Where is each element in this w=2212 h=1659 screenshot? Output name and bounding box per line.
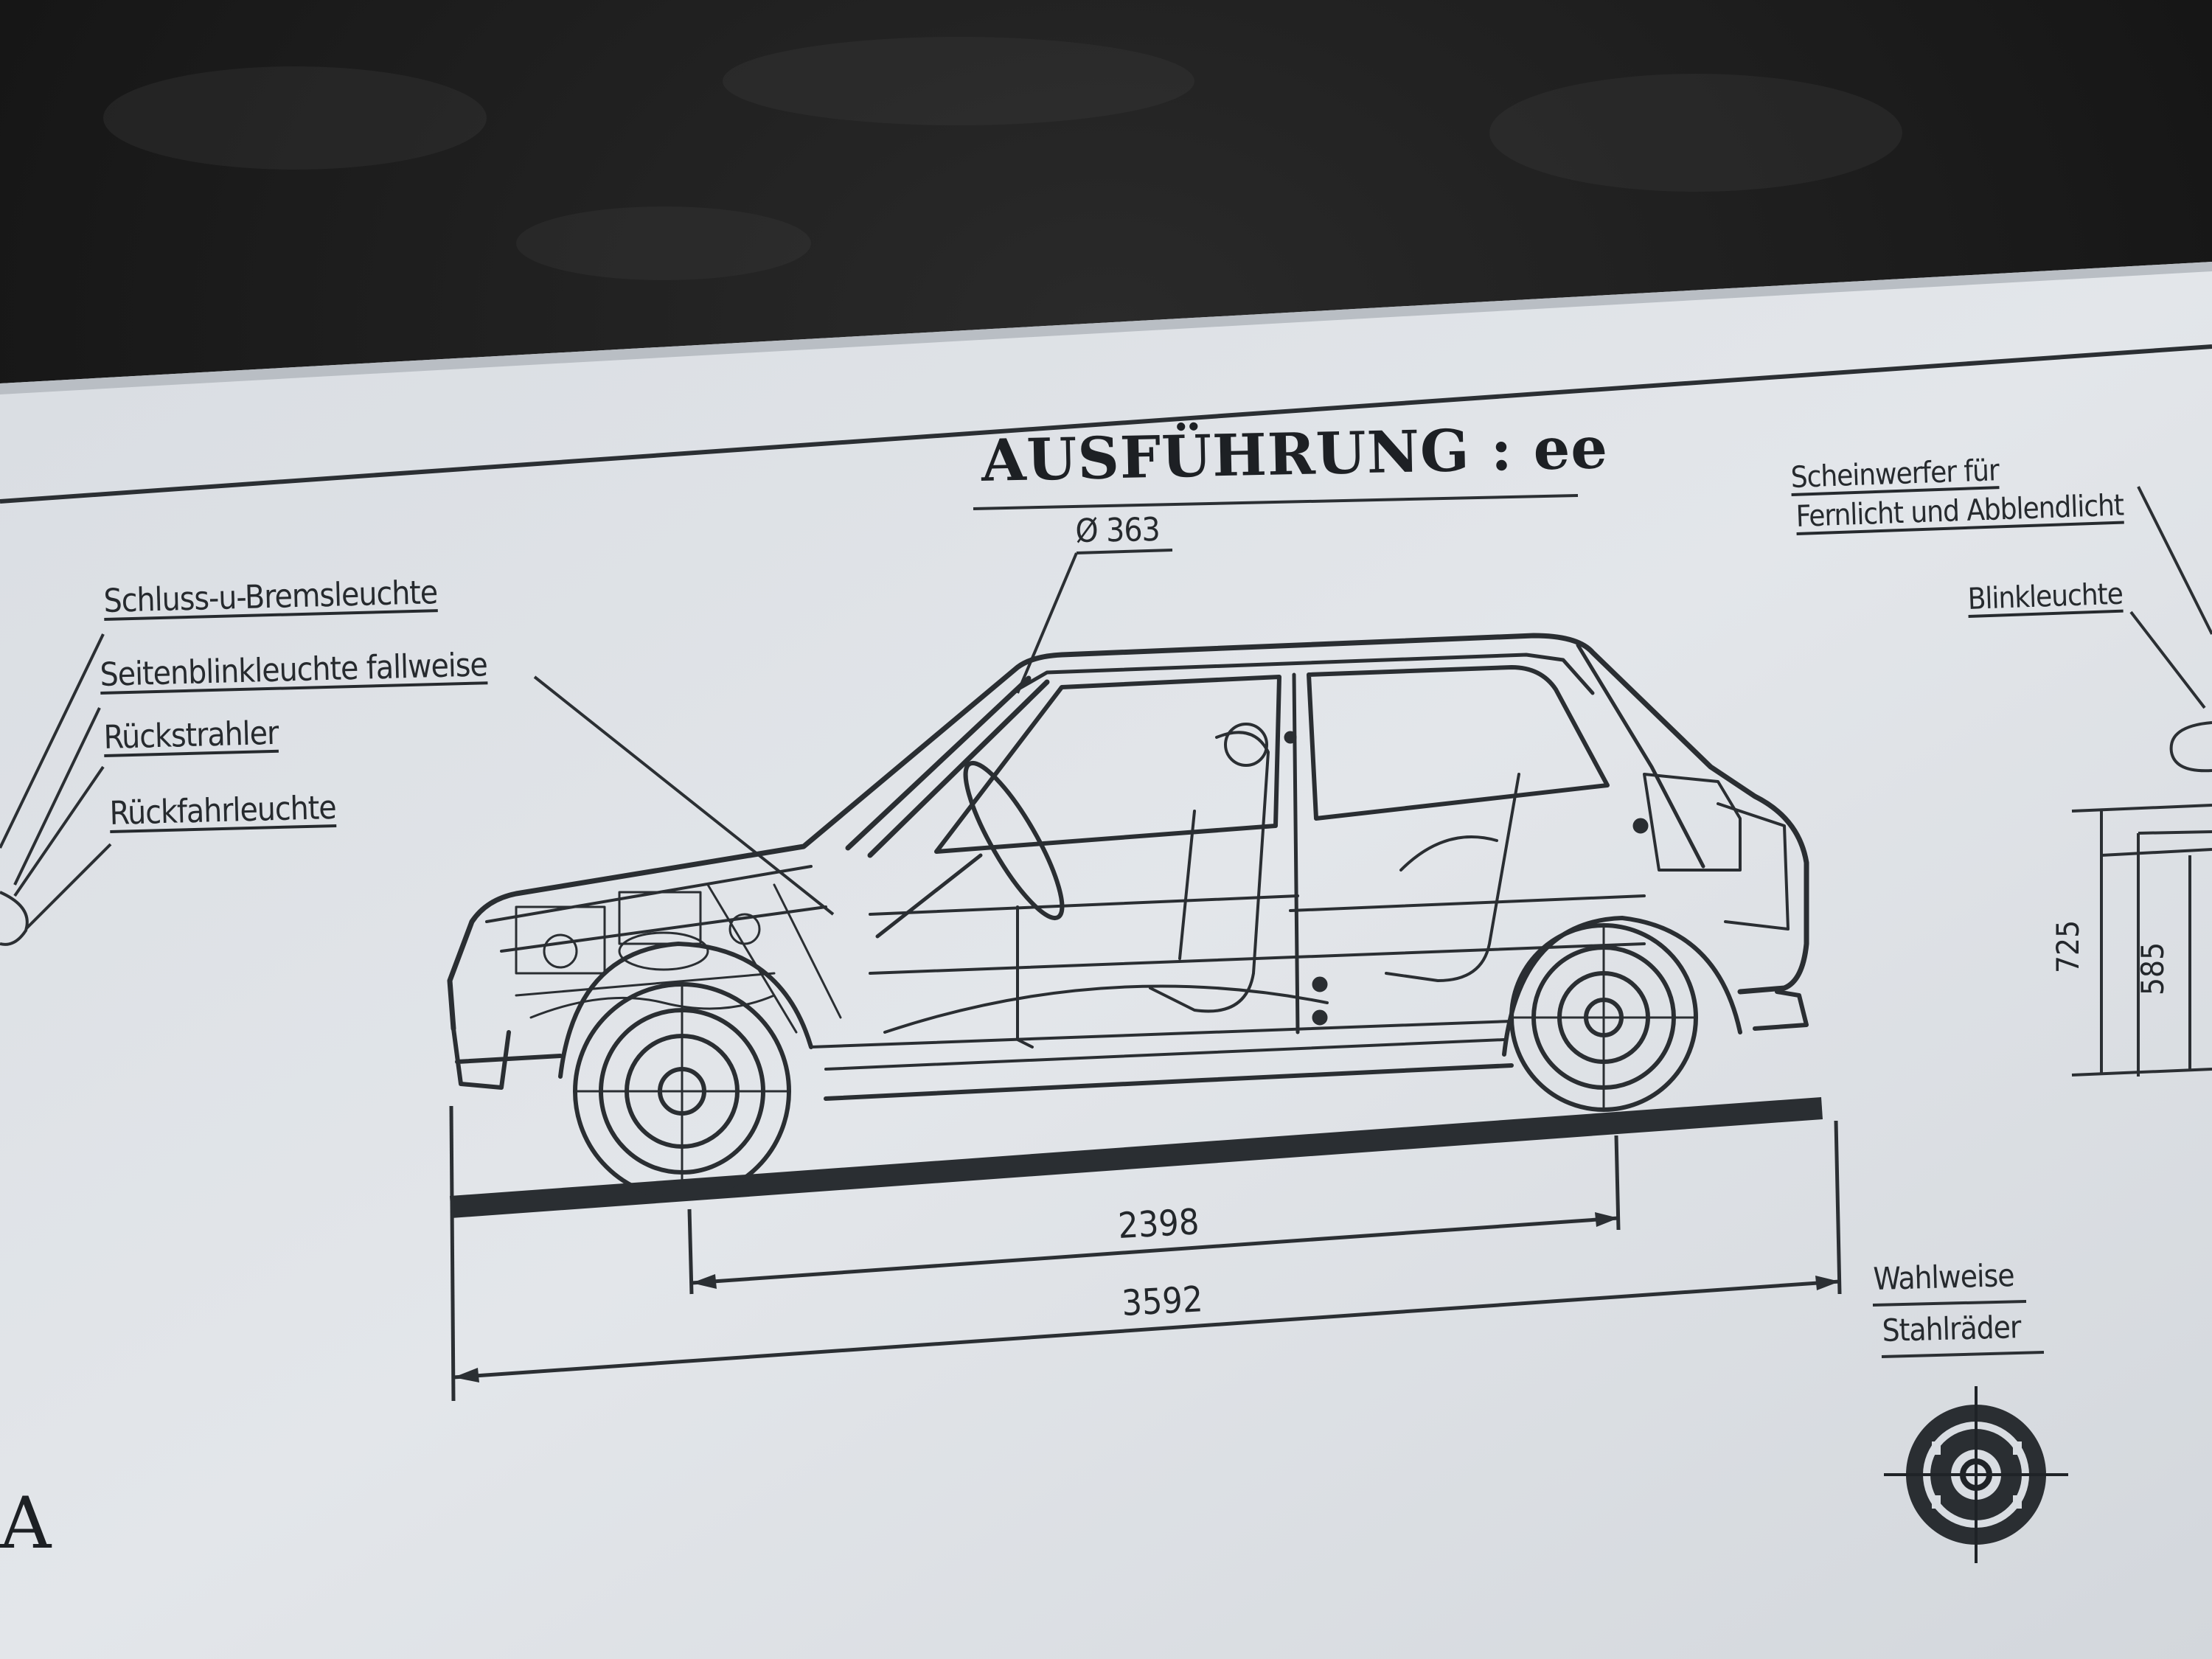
headrest-front xyxy=(1224,723,1268,767)
diameter-leader xyxy=(1016,552,1078,694)
option-note-line1: Wahlweise xyxy=(1873,1257,2015,1297)
length-dimensions xyxy=(449,1105,1842,1402)
rear-quarter-window xyxy=(1643,773,1742,872)
height-dimensions xyxy=(2071,804,2212,1077)
engine-bay xyxy=(515,883,842,1034)
front-seat xyxy=(1149,731,1270,1013)
front-wheel xyxy=(573,982,791,1200)
steel-wheel-icon xyxy=(1884,1386,2068,1563)
rear-seat xyxy=(1385,773,1520,982)
callout-reflector: Rückstrahler xyxy=(103,714,279,757)
callout-headlamp-line1: Scheinwerfer für xyxy=(1790,453,2000,495)
door-line xyxy=(869,894,1646,975)
paper-edge-shadow xyxy=(0,262,2212,394)
diameter-underline xyxy=(1076,549,1173,554)
height-outer-value: 725 xyxy=(2050,919,2086,973)
wheelbase-value: 2398 xyxy=(1117,1201,1200,1247)
car-side-view xyxy=(447,633,1823,1218)
roof-inner xyxy=(1015,653,1595,695)
option-note-line2: Stahlräder xyxy=(1882,1309,2022,1349)
callout-indicator-lamp: Blinkleuchte xyxy=(1967,577,2124,616)
rocker-line xyxy=(824,1063,1514,1101)
callout-leaders-right xyxy=(2129,486,2212,773)
body-outline xyxy=(447,633,1809,1032)
a-pillar xyxy=(845,675,1050,858)
c-pillar xyxy=(1576,643,1705,869)
overall-length-value: 3592 xyxy=(1121,1279,1204,1324)
hood-line xyxy=(485,865,827,953)
front-bumper xyxy=(451,1026,563,1090)
fuel-cap xyxy=(1632,818,1649,834)
callout-reversing-lamp: Rückfahrleuchte xyxy=(109,788,337,832)
rear-wheel-arch xyxy=(1502,916,1742,1057)
height-inner-value: 585 xyxy=(2135,942,2171,995)
steering-wheel xyxy=(963,761,1065,920)
page-title: AUSFÜHRUNG : ee xyxy=(981,414,1609,495)
ground-bar xyxy=(450,1097,1823,1218)
corner-mark: A xyxy=(0,1482,52,1565)
callout-leaders-left xyxy=(0,633,835,946)
front-window xyxy=(934,675,1281,854)
steering-column xyxy=(875,853,983,939)
page-border-top xyxy=(0,344,2212,504)
floor-pan xyxy=(810,984,1513,1071)
overall-length-line xyxy=(453,1279,1840,1380)
wheelbase-line xyxy=(691,1216,1619,1285)
rear-lamp xyxy=(1717,802,1790,931)
rear-window xyxy=(1307,665,1610,821)
rear-wheel xyxy=(1509,923,1698,1112)
diameter-label: Ø 363 xyxy=(1075,511,1161,550)
paper-sheet xyxy=(0,262,2212,1659)
dark-surface-texture xyxy=(103,37,1902,280)
title-underline xyxy=(973,494,1579,510)
rear-bumper xyxy=(1753,990,1809,1031)
